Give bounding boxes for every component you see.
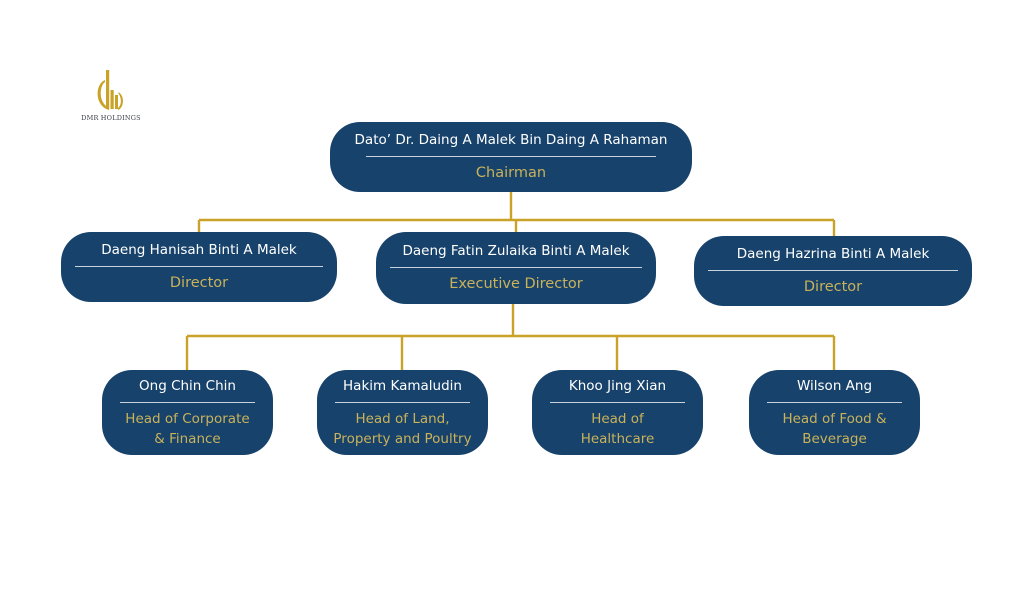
head-name: Hakim Kamaludin: [343, 377, 462, 394]
director-role: Director: [803, 279, 863, 295]
chairman-name: Dato’ Dr. Daing A Malek Bin Daing A Raha…: [354, 132, 668, 148]
company-logo: DMR HOLDINGS: [80, 68, 142, 128]
director-name: Daeng Hazrina Binti A Malek: [736, 246, 930, 262]
head-role-line2: Healthcare: [580, 430, 655, 447]
divider: [366, 156, 656, 157]
chairman-node: Dato’ Dr. Daing A Malek Bin Daing A Raha…: [330, 122, 692, 192]
director-role: Director: [169, 275, 229, 291]
director-name: Daeng Fatin Zulaika Binti A Malek: [402, 243, 630, 259]
head-name: Wilson Ang: [796, 377, 873, 394]
head-name: Khoo Jing Xian: [568, 377, 667, 394]
divider: [550, 401, 685, 403]
head-node-khoo: Khoo Jing Xian Head of Healthcare: [532, 370, 703, 455]
head-node-ong: Ong Chin Chin Head of Corporate & Financ…: [102, 370, 273, 455]
director-node-fatin: Daeng Fatin Zulaika Binti A Malek Execut…: [376, 232, 656, 304]
divider: [708, 270, 958, 271]
director-role: Executive Director: [449, 276, 583, 292]
head-node-wilson: Wilson Ang Head of Food & Beverage: [749, 370, 920, 455]
chairman-role: Chairman: [475, 165, 547, 181]
divider: [120, 401, 255, 403]
head-role-line1: Head of: [591, 410, 644, 427]
divider: [335, 401, 470, 403]
head-role-line1: Head of Food &: [782, 410, 887, 427]
director-node-hanisah: Daeng Hanisah Binti A Malek Director: [61, 232, 337, 302]
head-role-line1: Head of Land,: [355, 410, 450, 427]
divider: [390, 267, 642, 268]
head-role-line2: Beverage: [802, 430, 867, 447]
director-node-hazrina: Daeng Hazrina Binti A Malek Director: [694, 236, 972, 306]
director-name: Daeng Hanisah Binti A Malek: [101, 242, 297, 258]
head-name: Ong Chin Chin: [139, 377, 236, 394]
head-role-line2: & Finance: [154, 430, 221, 447]
head-role-line2: Property and Poultry: [333, 430, 472, 447]
logo-text: DMR HOLDINGS: [81, 114, 141, 122]
building-logo-icon: [97, 70, 123, 110]
head-node-hakim: Hakim Kamaludin Head of Land, Property a…: [317, 370, 488, 455]
divider: [767, 401, 902, 403]
divider: [75, 266, 323, 267]
head-role-line1: Head of Corporate: [125, 410, 250, 427]
